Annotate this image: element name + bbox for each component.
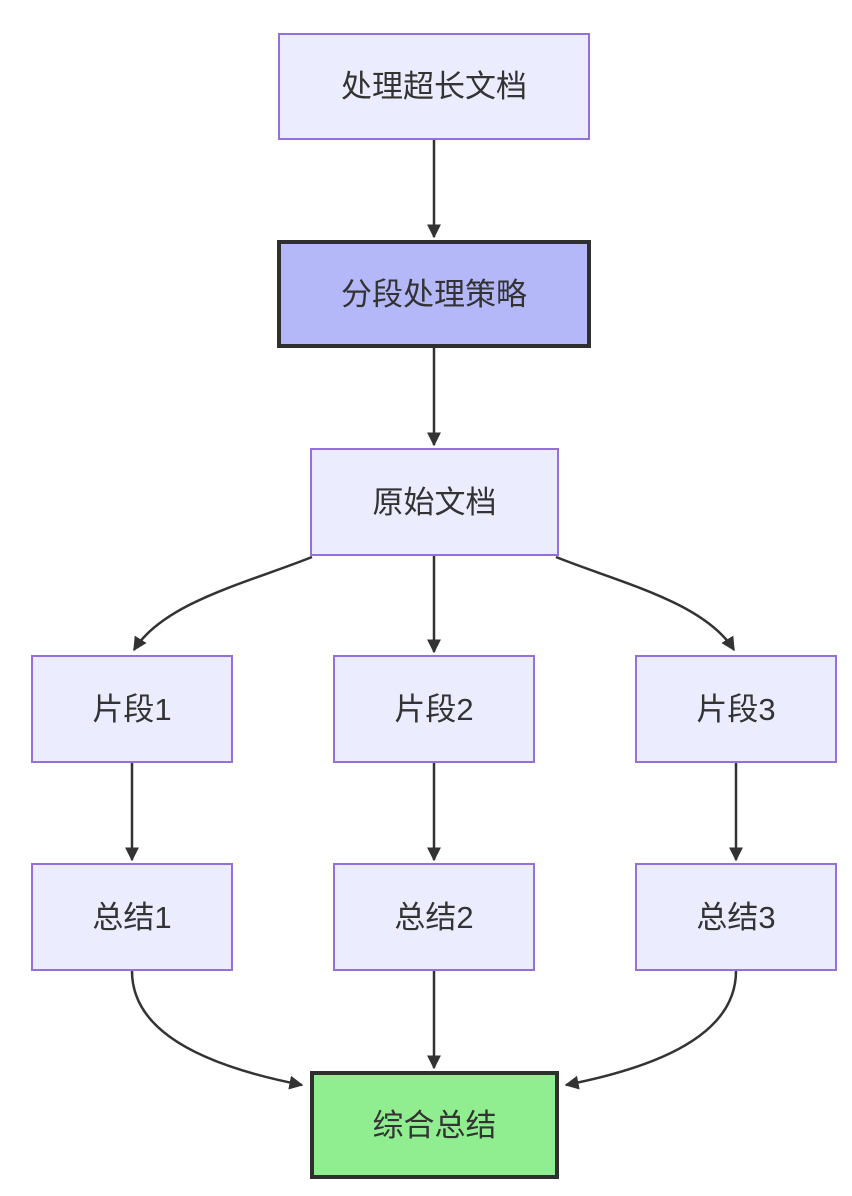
node-label: 处理超长文档 xyxy=(341,69,527,104)
node-summary-2: 总结2 xyxy=(333,863,535,971)
node-final-summary: 综合总结 xyxy=(310,1071,559,1179)
node-label: 总结1 xyxy=(92,899,172,935)
node-label: 分段处理策略 xyxy=(341,276,527,312)
node-fragment-2: 片段2 xyxy=(333,655,535,763)
node-label: 总结2 xyxy=(394,899,474,935)
edge-i-to-j xyxy=(564,970,738,1090)
node-fragment-1: 片段1 xyxy=(31,655,233,763)
node-fragment-3: 片段3 xyxy=(635,655,837,763)
node-label: 综合总结 xyxy=(372,1107,497,1143)
node-label: 片段1 xyxy=(92,691,172,727)
node-segmentation-strategy: 分段处理策略 xyxy=(277,240,591,348)
node-process-long-document: 处理超长文档 xyxy=(278,33,590,140)
edge-c-to-d xyxy=(132,555,313,652)
edge-c-to-f xyxy=(555,555,736,652)
node-label: 片段2 xyxy=(394,691,474,727)
node-original-document: 原始文档 xyxy=(310,448,559,556)
node-label: 原始文档 xyxy=(372,484,497,520)
node-label: 总结3 xyxy=(696,899,776,935)
node-summary-1: 总结1 xyxy=(31,863,233,971)
edge-g-to-j xyxy=(130,970,304,1090)
node-label: 片段3 xyxy=(696,691,776,727)
node-summary-3: 总结3 xyxy=(635,863,837,971)
